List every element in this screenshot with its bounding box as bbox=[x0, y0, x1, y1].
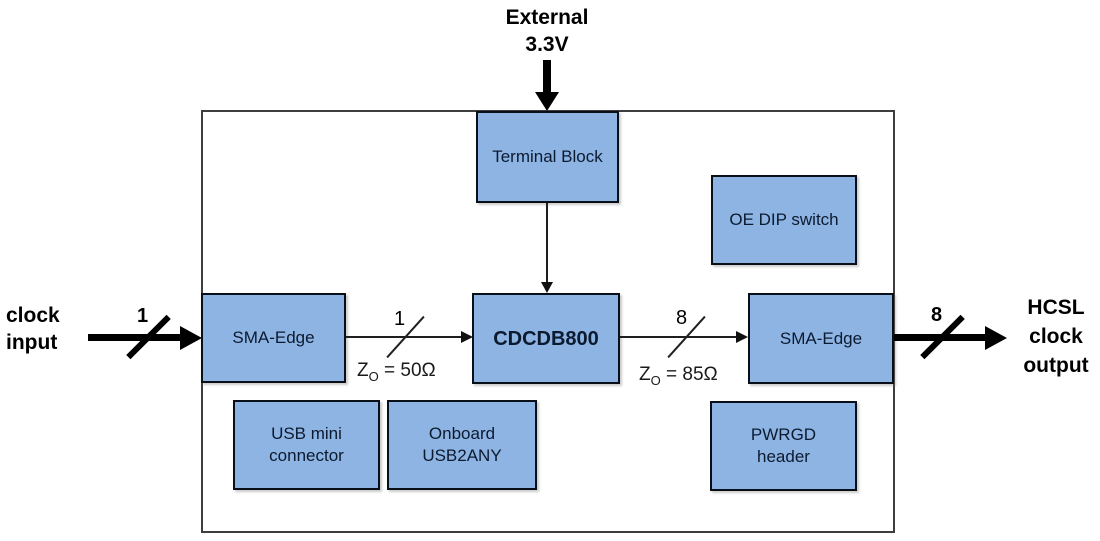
input-impedance-label: ZO = 50Ω bbox=[357, 360, 436, 384]
sma-edge-output-label: SMA-Edge bbox=[779, 328, 863, 348]
clock-input-label: clock input bbox=[6, 304, 60, 354]
hcsl-output-label: HCSL clock output bbox=[1023, 296, 1089, 377]
cdcdb800-to-sma-bus-width: 8 bbox=[676, 307, 688, 329]
sma-edge-input-label: SMA-Edge bbox=[232, 328, 315, 347]
impedance-subscript: O bbox=[368, 368, 379, 384]
impedance-value: = 85Ω bbox=[660, 364, 718, 385]
terminal-to-cdcdb800-arrowhead-icon bbox=[541, 282, 553, 293]
cdcdb800-to-sma-line bbox=[620, 336, 739, 338]
box-sma-edge-output: SMA-Edge bbox=[748, 293, 894, 384]
impedance-symbol: Z bbox=[357, 360, 369, 381]
impedance-symbol: Z bbox=[639, 364, 651, 385]
cdcdb800-label: CDCDB800 bbox=[493, 327, 599, 350]
usb-mini-connector-label: USB mini connector bbox=[269, 424, 344, 465]
box-sma-edge-input: SMA-Edge bbox=[201, 293, 346, 383]
box-usb-mini-connector: USB mini connector bbox=[233, 400, 380, 490]
onboard-usb2any-label: Onboard USB2ANY bbox=[422, 424, 502, 465]
terminal-block-label: Terminal Block bbox=[492, 147, 603, 166]
clock-input-arrowhead-icon bbox=[180, 326, 202, 350]
clock-input-bus-width: 1 bbox=[137, 305, 149, 327]
external-supply-arrowhead-icon bbox=[535, 92, 559, 111]
sma-to-cdcdb800-bus-width: 1 bbox=[394, 308, 406, 330]
sma-to-cdcdb800-arrowhead-icon bbox=[461, 331, 473, 343]
box-onboard-usb2any: Onboard USB2ANY bbox=[387, 400, 537, 490]
box-pwrgd-header: PWRGD header bbox=[710, 401, 857, 491]
cdcdb800-to-sma-arrowhead-icon bbox=[736, 331, 748, 343]
clock-input-arrow-shaft bbox=[88, 334, 181, 341]
hcsl-output-bus-width: 8 bbox=[931, 304, 943, 326]
terminal-to-cdcdb800-line bbox=[546, 203, 548, 283]
oe-dip-switch-label: OE DIP switch bbox=[729, 210, 839, 229]
impedance-value: = 50Ω bbox=[378, 360, 436, 381]
box-terminal-block: Terminal Block bbox=[476, 111, 619, 203]
external-supply-label: External 3.3V bbox=[505, 6, 589, 56]
box-cdcdb800: CDCDB800 bbox=[472, 293, 620, 384]
hcsl-output-arrowhead-icon bbox=[985, 326, 1007, 350]
external-supply-arrow-shaft bbox=[543, 60, 551, 93]
box-oe-dip-switch: OE DIP switch bbox=[711, 175, 857, 265]
output-impedance-label: ZO = 85Ω bbox=[639, 364, 718, 388]
impedance-subscript: O bbox=[650, 372, 661, 388]
pwrgd-header-label: PWRGD header bbox=[750, 425, 817, 466]
